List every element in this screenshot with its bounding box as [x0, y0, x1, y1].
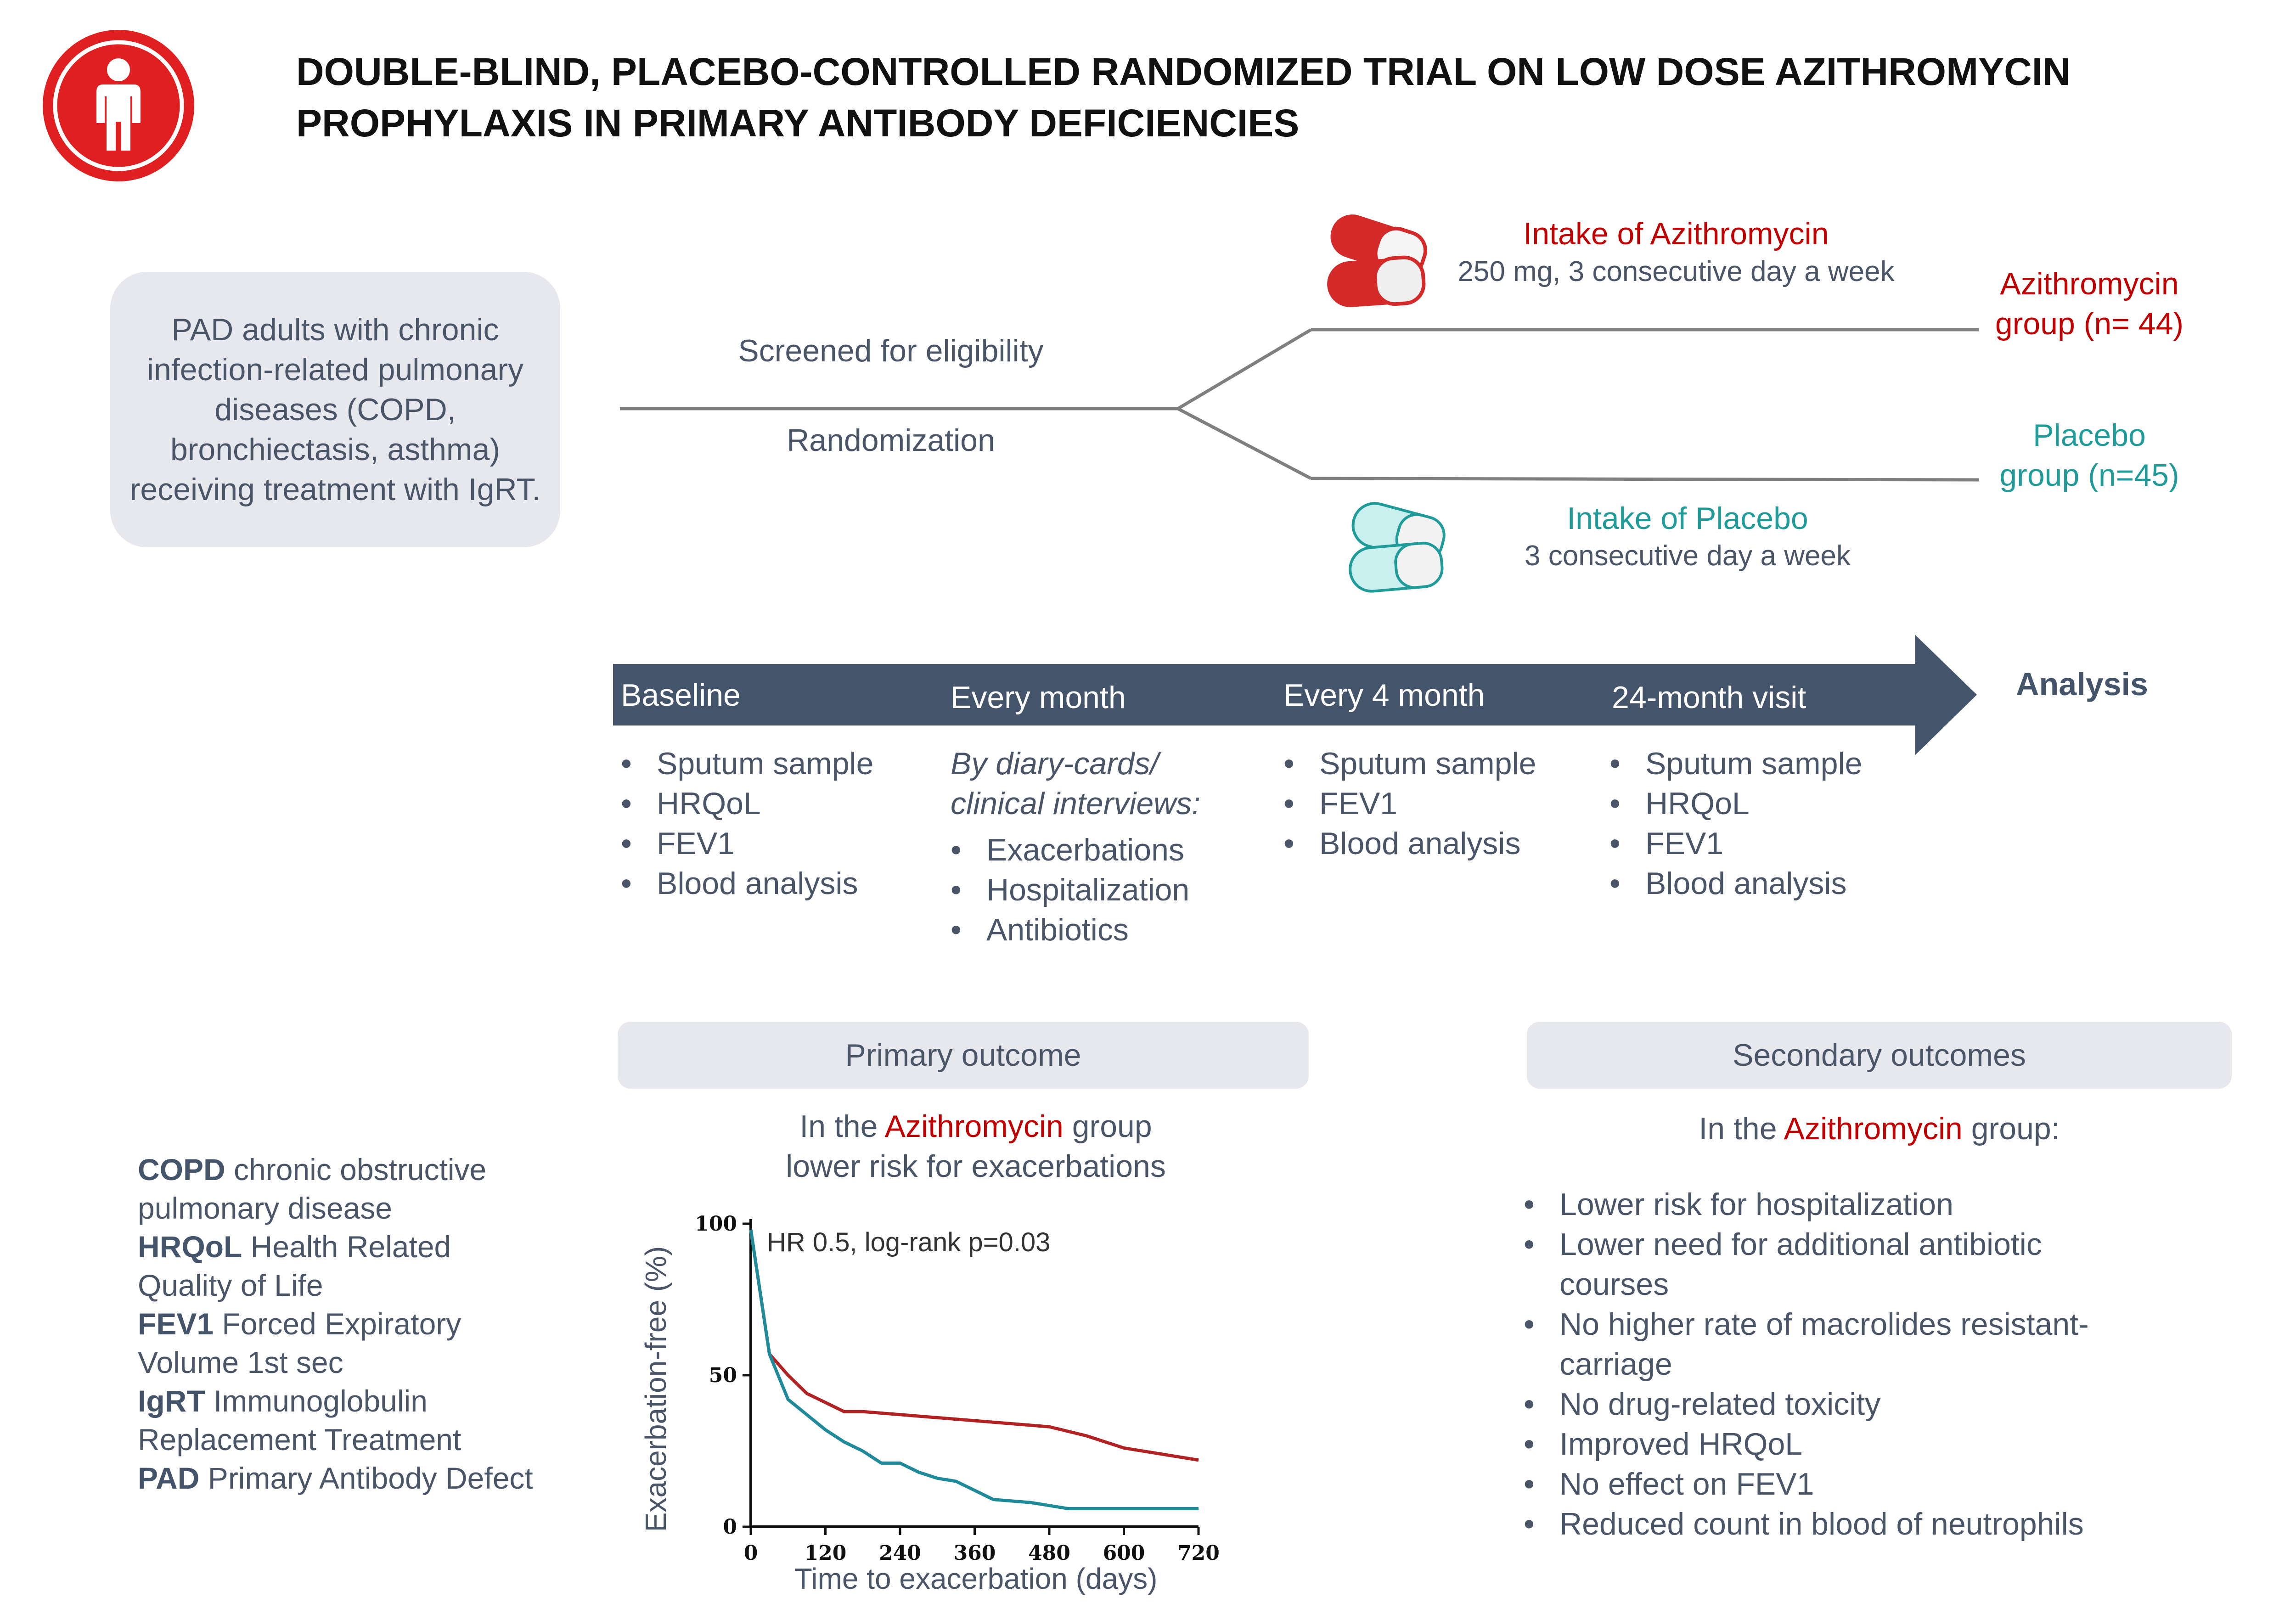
placebo-intake-dose: 3 consecutive day a week — [1525, 540, 1851, 572]
abbreviation-entry: FEV1 Forced Expiratory Volume 1st sec — [138, 1307, 461, 1379]
finding-text: In the — [1699, 1111, 1784, 1146]
list-item: HRQoL — [621, 784, 942, 824]
x-tick-label: 0 — [744, 1541, 758, 1565]
list-item: No effect on FEV1 — [1524, 1464, 2258, 1504]
randomization-lines — [620, 328, 1980, 482]
primary-outcome-label: Primary outcome — [845, 1038, 1081, 1073]
red-capsule-icon — [1327, 214, 1427, 307]
placebo-intake-title: Intake of Placebo — [1567, 501, 1808, 536]
x-tick-label: 600 — [1103, 1541, 1145, 1565]
page-title: DOUBLE-BLIND, PLACEBO-CONTROLLED RANDOMI… — [296, 46, 2294, 149]
person-icon — [40, 28, 197, 184]
placebo-group-label: Placebo group (n=45) — [1952, 416, 2227, 495]
teal-capsule-icon — [1349, 502, 1446, 593]
phase-label-24-month: 24-month visit — [1612, 680, 1806, 715]
x-tick-label: 360 — [954, 1541, 996, 1565]
phase-label-every-4-month: Every 4 month — [1283, 678, 1485, 713]
diary-note-line-1: By diary-cards/ — [951, 746, 1159, 781]
list-item: Sputum sample — [1283, 744, 1605, 784]
y-tick-label: 0 — [723, 1515, 737, 1539]
x-tick-label: 480 — [1028, 1541, 1070, 1565]
finding-highlight: Azithromycin — [1784, 1111, 1963, 1146]
list-item: Blood analysis — [621, 864, 942, 904]
series-line-0 — [749, 1229, 1199, 1462]
chart-series — [749, 1229, 1199, 1510]
secondary-outcomes-header: Secondary outcomes — [1527, 1022, 2232, 1089]
azithromycin-intake-title: Intake of Azithromycin — [1523, 216, 1829, 251]
finding-text: In the — [799, 1109, 885, 1144]
phase-label-every-month: Every month — [951, 680, 1126, 715]
population-text: PAD adults with chronic infection-relate… — [129, 312, 541, 507]
analysis-label: Analysis — [2016, 666, 2148, 702]
chart-axes: 0 120 240 360 480 600 720 0 50 100 — [695, 1212, 1220, 1565]
list-item: No drug-related toxicity — [1524, 1384, 2258, 1424]
secondary-finding: In the Azithromycin group: — [1527, 1109, 2232, 1149]
azithromycin-group-label: Azithromycin group (n= 44) — [1952, 264, 2227, 344]
24-month-list: Sputum sample HRQoL FEV1 Blood analysis — [1609, 744, 1931, 904]
list-item: HRQoL — [1609, 784, 1931, 824]
baseline-list: Sputum sample HRQoL FEV1 Blood analysis — [621, 744, 942, 904]
primary-outcome-header: Primary outcome — [618, 1022, 1309, 1089]
list-item: Reduced count in blood of neutrophils — [1524, 1504, 2258, 1544]
y-tick-label: 50 — [709, 1364, 737, 1387]
randomization-label: Randomization — [787, 423, 995, 458]
finding-text: group — [1063, 1109, 1152, 1144]
diary-note-line-2: clinical interviews: — [951, 786, 1201, 821]
title-line-2: PROPHYLAXIS IN PRIMARY ANTIBODY DEFICIEN… — [296, 101, 1300, 145]
list-item: No higher rate of macrolides resistant-c… — [1524, 1305, 2258, 1384]
azithromycin-group-line-2: group (n= 44) — [1995, 306, 2184, 341]
list-item: FEV1 — [1609, 824, 1931, 864]
phase-label-baseline: Baseline — [621, 678, 741, 713]
abbreviation-entry: HRQoL Health Related Quality of Life — [138, 1230, 451, 1302]
every-4-month-list: Sputum sample FEV1 Blood analysis — [1283, 744, 1605, 864]
series-line-1 — [749, 1229, 1199, 1510]
secondary-outcomes-label: Secondary outcomes — [1733, 1038, 2026, 1073]
chart-ylabel: Exacerbation-free (%) — [639, 1246, 672, 1532]
chart-xlabel: Time to exacerbation (days) — [794, 1562, 1158, 1595]
placebo-group-line-1: Placebo — [2033, 418, 2146, 453]
list-item: Sputum sample — [621, 744, 942, 784]
every-month-list: By diary-cards/ clinical interviews: Exa… — [951, 744, 1281, 950]
primary-finding: In the Azithromycin group lower risk for… — [618, 1107, 1334, 1187]
secondary-outcomes-list: Lower risk for hospitalization Lower nee… — [1524, 1185, 2258, 1544]
finding-highlight: Azithromycin — [884, 1109, 1064, 1144]
abbreviation-entry: IgRT Immunoglobulin Replacement Treatmen… — [138, 1384, 461, 1457]
abbreviation-entry: PAD Primary Antibody Defect — [138, 1461, 533, 1495]
placebo-group-line-2: group (n=45) — [1999, 458, 2179, 493]
finding-line-2: lower risk for exacerbations — [786, 1149, 1166, 1184]
list-item: Improved HRQoL — [1524, 1424, 2258, 1464]
list-item: Blood analysis — [1283, 824, 1605, 864]
list-item: FEV1 — [1283, 784, 1605, 824]
list-item: Sputum sample — [1609, 744, 1931, 784]
list-item: Lower need for additional antibioticcour… — [1524, 1225, 2258, 1305]
timeline-arrow — [613, 635, 1977, 755]
list-item: Lower risk for hospitalization — [1524, 1185, 2258, 1225]
abbreviations-legend: COPD chronic obstructive pulmonary disea… — [138, 1150, 551, 1497]
list-item: Antibiotics — [951, 910, 1281, 950]
chart-annotation: HR 0.5, log-rank p=0.03 — [767, 1227, 1050, 1257]
y-tick-label: 100 — [695, 1212, 737, 1236]
list-item: FEV1 — [621, 824, 942, 864]
title-line-1: DOUBLE-BLIND, PLACEBO-CONTROLLED RANDOMI… — [296, 50, 2071, 93]
list-item: Exacerbations — [951, 830, 1281, 870]
x-tick-label: 720 — [1177, 1541, 1220, 1565]
azithromycin-intake-dose: 250 mg, 3 consecutive day a week — [1458, 256, 1895, 287]
screened-label: Screened for eligibility — [738, 333, 1044, 368]
azithromycin-group-line-1: Azithromycin — [2000, 266, 2179, 301]
list-item: Blood analysis — [1609, 864, 1931, 904]
x-tick-label: 120 — [805, 1541, 847, 1565]
population-box: PAD adults with chronic infection-relate… — [110, 272, 560, 547]
list-item: Hospitalization — [951, 870, 1281, 910]
finding-text: group: — [1962, 1111, 2060, 1146]
x-tick-label: 240 — [879, 1541, 921, 1565]
abbreviation-entry: COPD chronic obstructive pulmonary disea… — [138, 1153, 487, 1225]
exacerbation-free-chart: 0 120 240 360 480 600 720 0 50 100 HR 0.5, log-ra… — [639, 1212, 1220, 1595]
